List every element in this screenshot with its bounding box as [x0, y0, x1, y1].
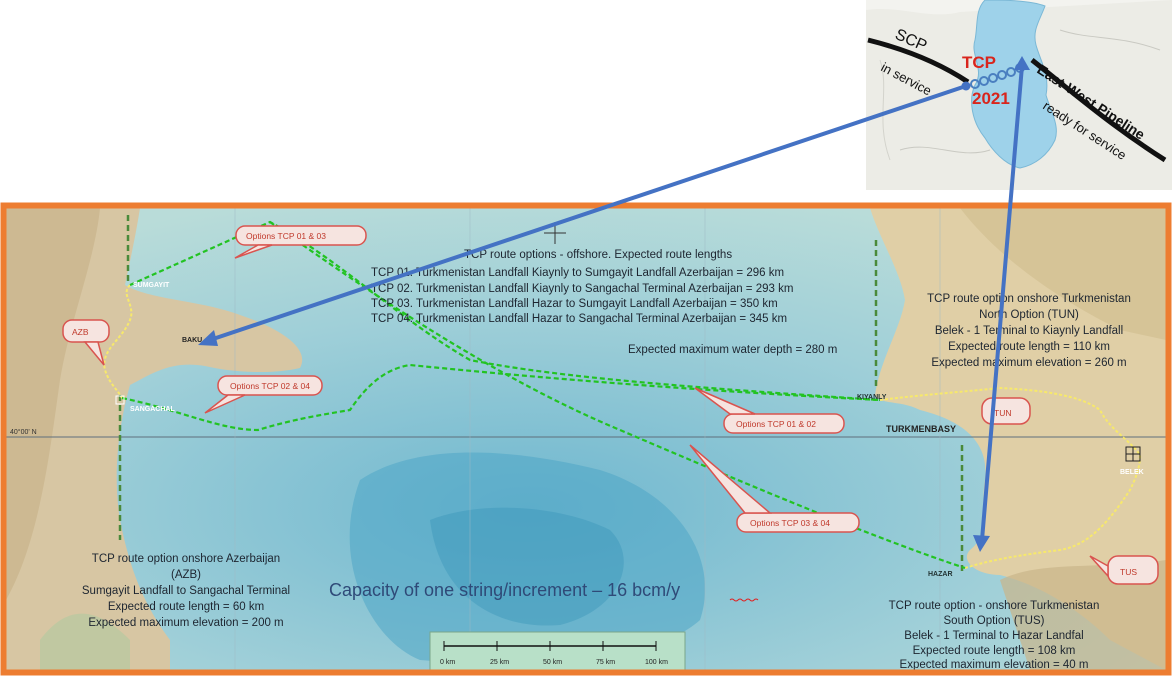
tun-route-info: TCP route option onshore Turkmenistan No…	[927, 293, 1131, 369]
callout-options-01-02: Options TCP 01 & 02	[694, 387, 845, 434]
callout-options-01-03: Options TCP 01 & 03	[234, 225, 367, 259]
svg-text:Options TCP 01 & 02: Options TCP 01 & 02	[736, 419, 816, 429]
svg-text:Options TCP 01 & 03: Options TCP 01 & 03	[246, 231, 326, 241]
callout-options-03-04: Options TCP 03 & 04	[689, 444, 860, 533]
town-turkmenbasy: TURKMENBASY	[886, 424, 956, 434]
svg-text:Expected maximum elevation = 2: Expected maximum elevation = 260 m	[931, 357, 1126, 369]
inset-east-west-pipeline	[1030, 58, 1167, 163]
latitude-label: 40°00' N	[10, 428, 37, 436]
svg-text:Expected route length = 108 km: Expected route length = 108 km	[913, 645, 1076, 657]
offshore-line-1: TCP 01. Turkmenistan Landfall Kiaynly to…	[371, 267, 784, 279]
scale-tick-25: 25 km	[490, 659, 509, 666]
svg-text:SANGACHAL: SANGACHAL	[130, 406, 175, 413]
onshore-route-azb	[103, 284, 133, 399]
inset-caspian-sea	[971, 0, 1057, 169]
tus-route-info: TCP route option - onshore Turkmenistan …	[889, 600, 1100, 671]
town-kiyanly: KIYANLY	[857, 394, 887, 401]
spellcheck-underline	[729, 598, 759, 602]
inset-tcp-year: 2021	[972, 89, 1010, 108]
svg-text:Expected maximum elevation = 4: Expected maximum elevation = 40 m	[900, 659, 1089, 671]
svg-text:Expected maximum elevation = 2: Expected maximum elevation = 200 m	[88, 617, 283, 629]
inset-tcp-label: TCP	[962, 53, 996, 72]
svg-text:Sumgayit Landfall to Sangachal: Sumgayit Landfall to Sangachal Terminal	[82, 585, 290, 597]
svg-text:TCP route option - onshore Tu: TCP route option - onshore Turkmenistan	[889, 600, 1100, 612]
turkmenistan-land	[870, 208, 1166, 670]
svg-text:KIYANLY: KIYANLY	[857, 394, 887, 401]
svg-text:TUS: TUS	[1120, 567, 1137, 577]
svg-text:Expected route length = 110 km: Expected route length = 110 km	[948, 341, 1110, 353]
capacity-label: Capacity of one string/increment – 16 bc…	[329, 580, 680, 600]
svg-text:Belek - 1 Terminal to Kiaynly: Belek - 1 Terminal to Kiaynly Landfall	[935, 325, 1123, 337]
main-map: 40°00' N SUMGAYIT BAKU SANGACHAL	[6, 208, 1166, 671]
town-baku: BAKU	[182, 337, 202, 344]
svg-text:Belek - 1 Terminal to Hazar La: Belek - 1 Terminal to Hazar Landfal	[904, 630, 1083, 642]
svg-text:BELEK: BELEK	[1120, 469, 1144, 476]
svg-text:TURKMENBASY: TURKMENBASY	[886, 424, 956, 434]
svg-text:Expected route length = 60 km: Expected route length = 60 km	[108, 601, 264, 613]
town-sumgayit: SUMGAYIT	[133, 282, 170, 289]
town-belek: BELEK	[1120, 446, 1144, 476]
svg-text:AZB: AZB	[72, 327, 89, 337]
onshore-route-tus	[964, 454, 1141, 569]
svg-text:North Option (TUN): North Option (TUN)	[979, 309, 1079, 321]
svg-text:South Option (TUS): South Option (TUS)	[944, 615, 1045, 627]
svg-text:SUMGAYIT: SUMGAYIT	[133, 282, 170, 289]
callout-tun: TUN	[981, 397, 1031, 425]
offshore-line-4: TCP 04. Turkmenistan Landfall Hazar to S…	[371, 313, 787, 325]
callout-azb: AZB	[62, 319, 110, 366]
offshore-depth: Expected maximum water depth = 280 m	[628, 344, 837, 356]
svg-text:TUN: TUN	[994, 408, 1011, 418]
callout-options-02-04: Options TCP 02 & 04	[204, 375, 323, 414]
svg-text:Options TCP 02 & 04: Options TCP 02 & 04	[230, 381, 310, 391]
offshore-line-2: TCP 02. Turkmenistan Landfall Kiaynly to…	[371, 283, 793, 295]
arrow-to-baku	[198, 81, 971, 346]
offshore-title: TCP route options - offshore. Expected r…	[464, 249, 732, 261]
scale-bar: 0 km 25 km 50 km 75 km 100 km	[429, 631, 686, 671]
scale-tick-75: 75 km	[596, 659, 615, 666]
inset-scp-pipeline	[867, 37, 970, 85]
deep-basin	[349, 452, 706, 664]
scale-tick-0: 0 km	[440, 659, 455, 666]
town-sangachal: SANGACHAL	[115, 395, 175, 413]
svg-text:TCP route option onshore Azerb: TCP route option onshore Azerbaijan	[92, 553, 280, 565]
svg-text:(AZB): (AZB)	[171, 569, 201, 581]
offshore-line-3: TCP 03. Turkmenistan Landfall Hazar to S…	[371, 298, 778, 310]
map-frame	[0, 202, 1172, 676]
route-tcp-02	[121, 363, 881, 432]
azb-route-info: TCP route option onshore Azerbaijan (AZB…	[82, 553, 290, 629]
svg-text:TCP route option onshore Turkm: TCP route option onshore Turkmenistan	[927, 293, 1131, 305]
offshore-route-info: TCP route options - offshore. Expected r…	[371, 249, 837, 356]
svg-text:Options TCP 03 & 04: Options TCP 03 & 04	[750, 518, 830, 528]
scale-tick-100: 100 km	[645, 659, 668, 666]
town-hazar: HAZAR	[928, 571, 953, 578]
svg-text:BAKU: BAKU	[182, 337, 202, 344]
svg-text:HAZAR: HAZAR	[928, 571, 953, 578]
scale-tick-50: 50 km	[543, 659, 562, 666]
arrow-to-hazar	[973, 56, 1030, 552]
callout-tus: TUS	[1089, 555, 1159, 585]
route-tcp-01	[129, 220, 881, 402]
